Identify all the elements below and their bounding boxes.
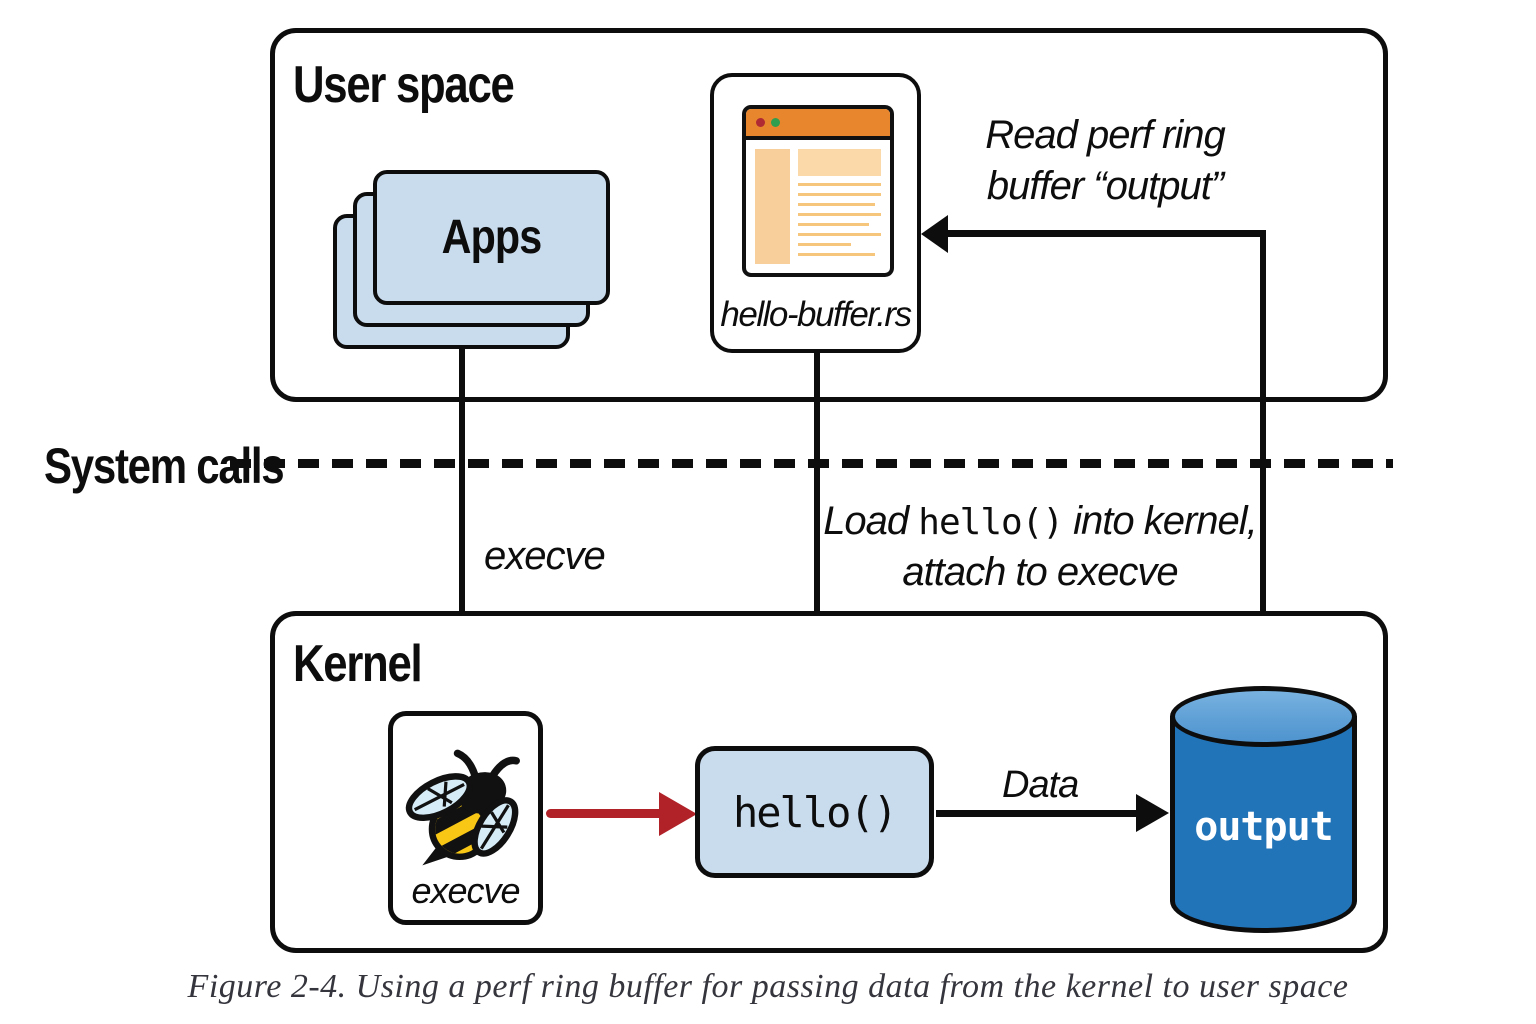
load-label-code: hello() (918, 502, 1064, 543)
cylinder-top (1170, 686, 1357, 747)
load-label-post: into kernel, (1063, 499, 1258, 543)
browser-text-line (798, 203, 876, 206)
browser-text-line (798, 183, 881, 186)
hello-fn-box: hello() (695, 746, 934, 878)
arrowhead-left-icon (921, 215, 948, 253)
arrow-load-hello (814, 351, 820, 714)
load-arrow-label-line1: Load hello() into kernel, (815, 496, 1265, 547)
arrow-attach-line (546, 809, 664, 818)
data-arrow-label: Data (1002, 764, 1079, 806)
read-arrow-label: Read perf ring buffer “output” (950, 110, 1260, 212)
load-arrow-label-line2: attach to execve (902, 549, 1178, 594)
window-dot-green-icon (771, 118, 780, 127)
read-arrow-label-line2: buffer “output” (986, 163, 1224, 208)
browser-text-line (798, 223, 870, 226)
output-label: output (1194, 804, 1334, 850)
load-arrow-label: Load hello() into kernel, attach to exec… (815, 496, 1265, 598)
execve-label: execve (411, 870, 520, 911)
browser-window-icon (742, 105, 894, 277)
browser-titlebar (746, 109, 890, 140)
user-space-label: User space (293, 56, 515, 114)
arrow-apps-to-execve (459, 347, 465, 680)
cylinder-body (1170, 716, 1357, 933)
figure-caption: Figure 2-4. Using a perf ring buffer for… (187, 968, 1349, 1005)
browser-text-line (798, 213, 881, 216)
browser-text-line (798, 243, 852, 246)
bee-icon (405, 749, 520, 866)
browser-text-line (798, 233, 881, 236)
arrowhead-right-icon (1136, 794, 1169, 832)
hello-fn-label: hello() (732, 787, 898, 837)
browser-main-column (798, 149, 881, 264)
arrowhead-right-red-icon (659, 792, 697, 836)
hello-buffer-label: hello-buffer.rs (720, 295, 912, 334)
browser-text-line (798, 193, 881, 196)
read-arrow-label-line1: Read perf ring (985, 113, 1225, 157)
browser-text-line (798, 253, 876, 256)
arrow-data-line (936, 810, 1139, 817)
load-label-pre: Load (823, 499, 919, 543)
arrow-read-horizontal (944, 230, 1266, 237)
browser-content (746, 140, 890, 273)
system-calls-divider (230, 459, 1393, 468)
execve-arrow-label: execve (484, 534, 606, 578)
hello-buffer-card: hello-buffer.rs (710, 73, 921, 353)
browser-sidebar-block (755, 149, 790, 264)
execve-box: execve (388, 711, 543, 925)
apps-card-front: Apps (373, 170, 610, 305)
browser-hero-block (798, 149, 881, 176)
window-dot-red-icon (756, 118, 765, 127)
apps-label: Apps (441, 211, 543, 264)
kernel-label: Kernel (293, 635, 423, 693)
output-cylinder: output (1170, 686, 1357, 933)
